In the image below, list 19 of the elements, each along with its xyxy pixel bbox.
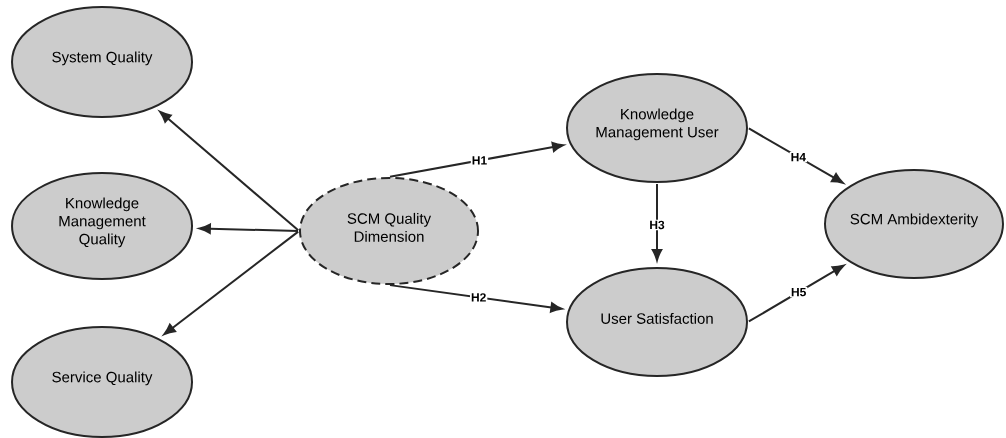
edge-label: H5 — [789, 286, 808, 298]
edge-label: H1 — [470, 155, 489, 166]
arrow — [747, 264, 845, 323]
arrow — [389, 284, 563, 313]
ellipse-node: System Quality — [11, 6, 193, 118]
arrow — [651, 183, 663, 262]
arrow — [163, 230, 300, 336]
ellipse-node: User Satisfaction — [566, 267, 748, 377]
ellipse-node: Knowledge Management Quality — [11, 172, 193, 280]
edge-label: H4 — [789, 151, 807, 163]
arrow — [198, 223, 299, 234]
edge-label: H2 — [470, 292, 488, 303]
ellipse-node: Service Quality — [11, 326, 193, 438]
ellipse-node: Knowledge Management User — [566, 73, 748, 183]
ellipse-node: SCM Ambidexterity — [824, 169, 1004, 279]
arrow — [159, 110, 300, 232]
arrow — [747, 127, 844, 184]
edge-label: H3 — [648, 219, 666, 231]
arrow — [389, 141, 565, 178]
